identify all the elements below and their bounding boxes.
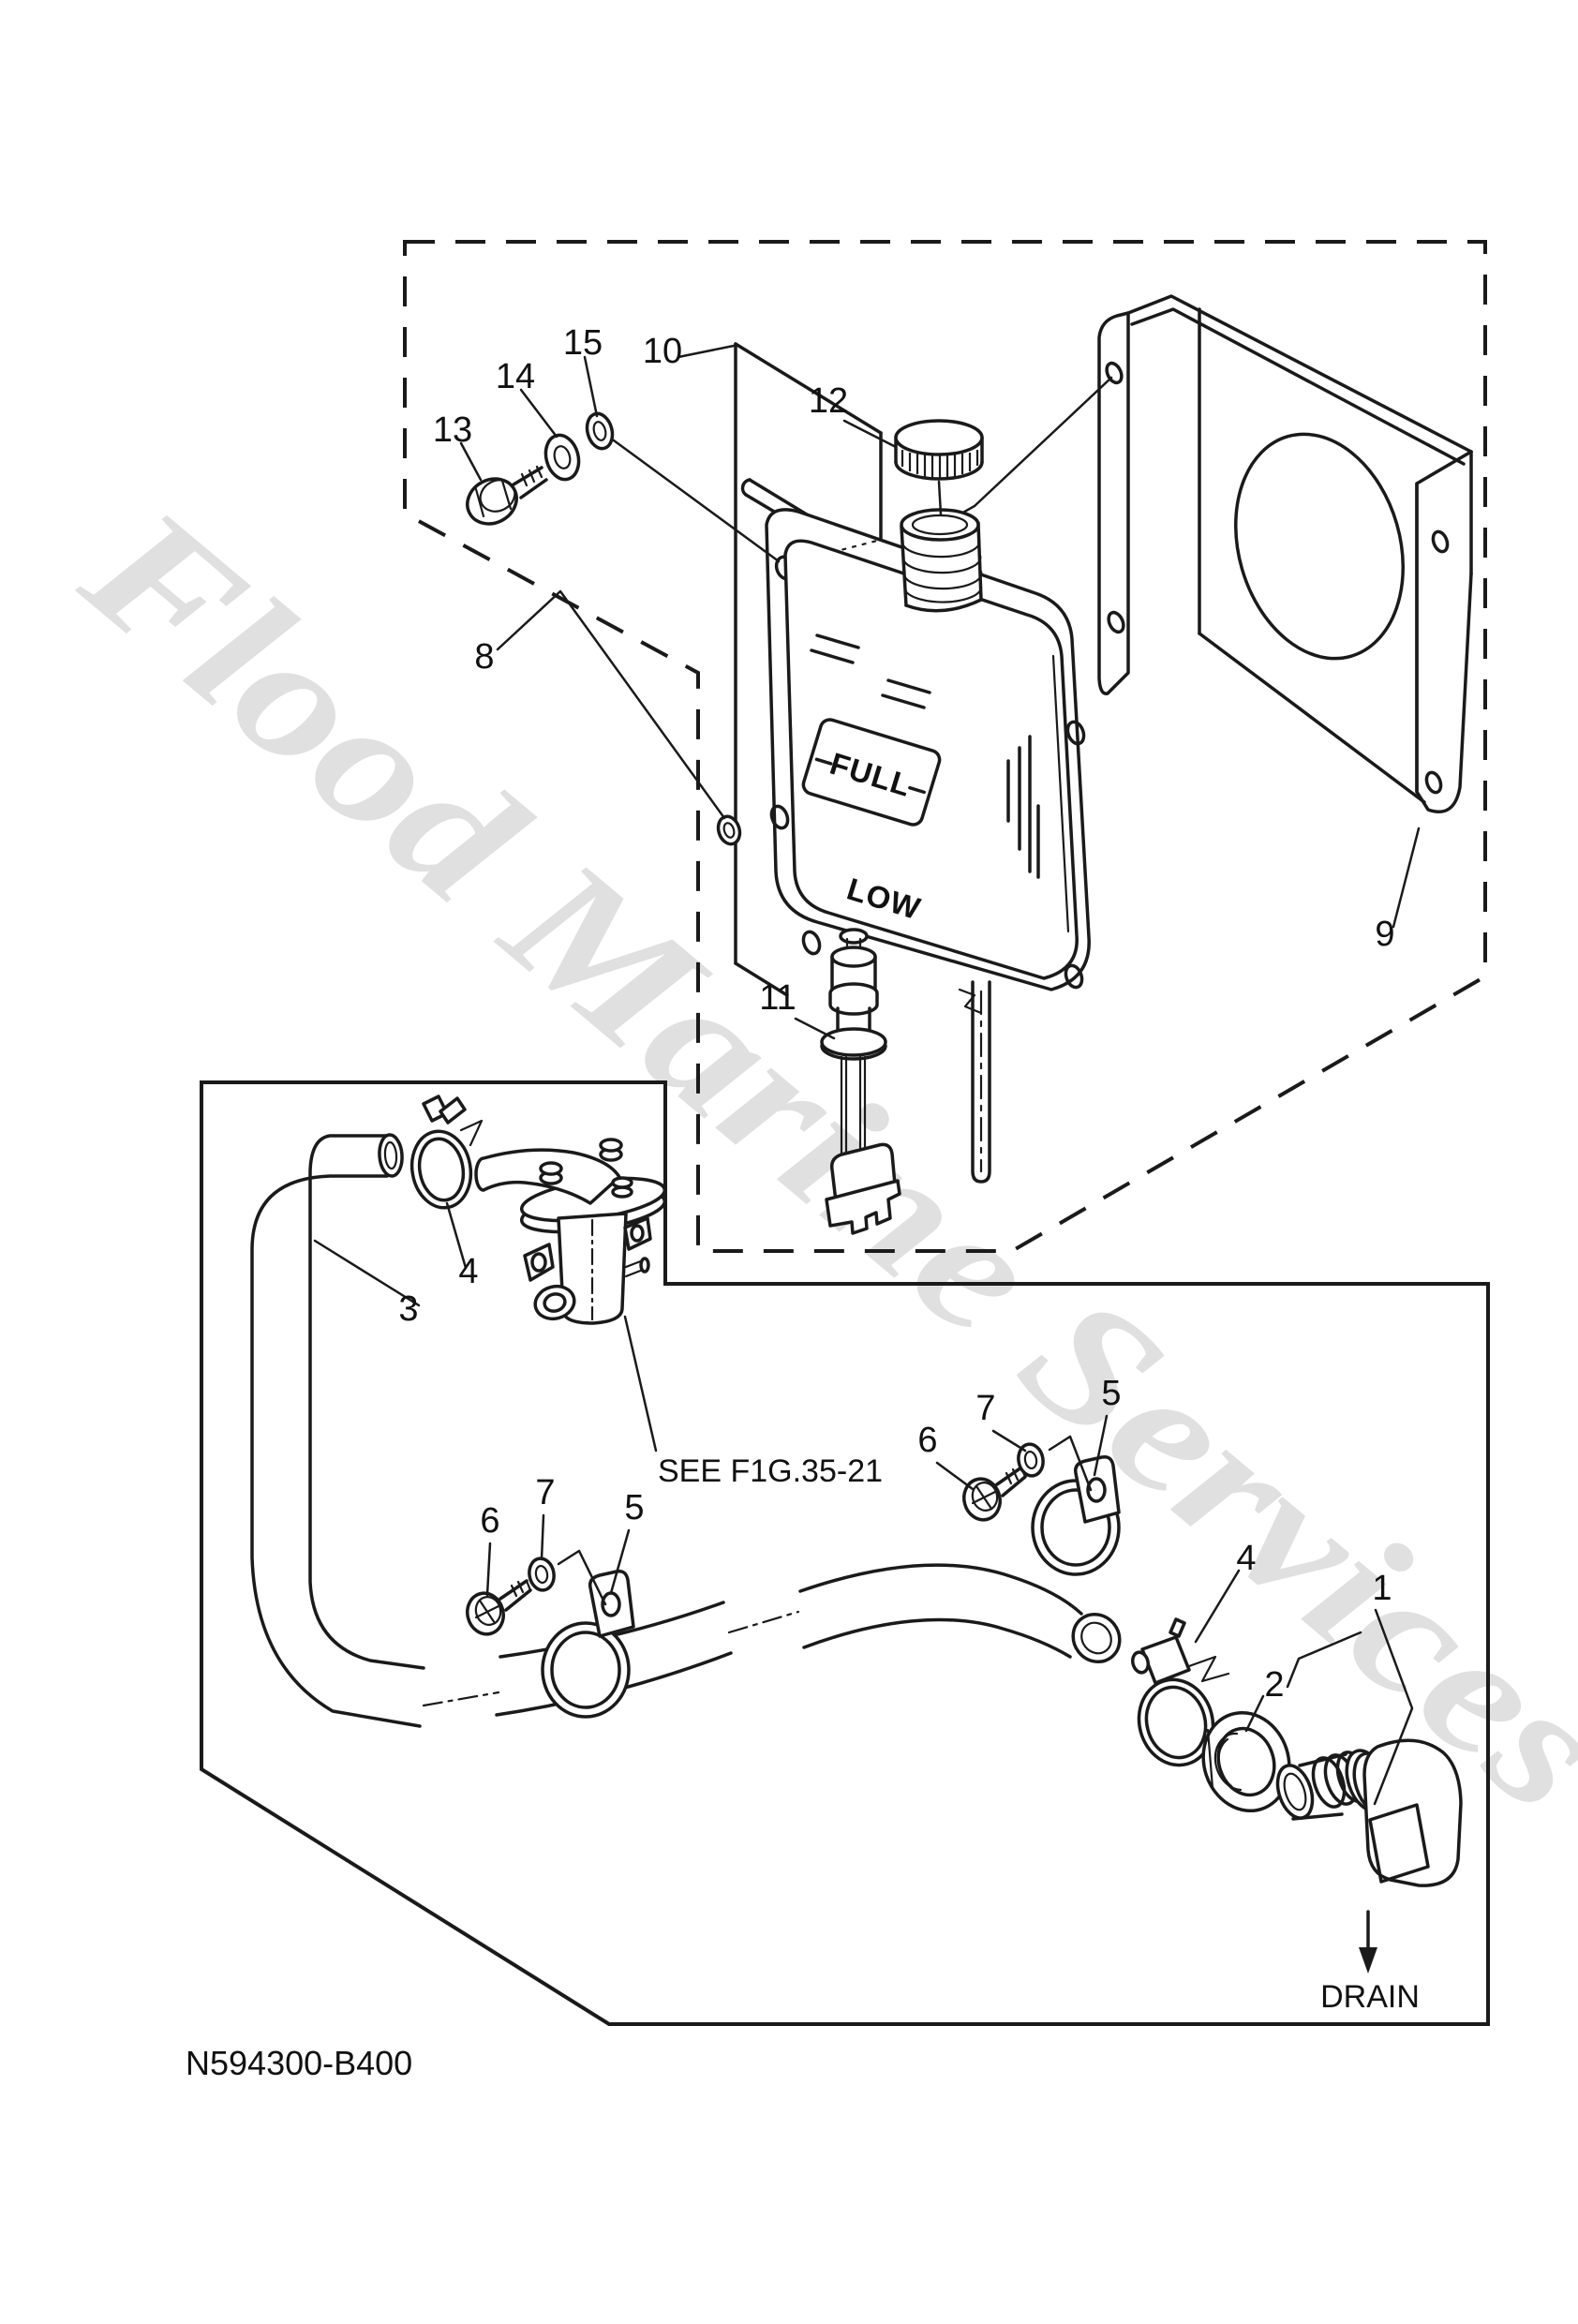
- mounting-bracket: [1097, 294, 1473, 813]
- p-clamp-left: [541, 1569, 635, 1719]
- grommet: [716, 814, 742, 846]
- filler-neck: [900, 508, 983, 613]
- callout-15: 15: [563, 323, 603, 363]
- callout-2: 2: [1264, 1665, 1284, 1705]
- washer-right: [1017, 1442, 1045, 1478]
- breather-pipe-lower: [958, 980, 991, 1184]
- coolant-hose: [250, 1133, 1122, 1728]
- bolt-axis-line-bracket: [973, 376, 1113, 508]
- full-level-plate: FULL: [801, 718, 942, 827]
- hose-clamp-drain: [1131, 1617, 1230, 1767]
- screw-axis-right: [1048, 1435, 1093, 1492]
- screw-left: [466, 1579, 532, 1636]
- drain-plug: [1275, 1738, 1463, 1887]
- callout-4a: 4: [458, 1252, 478, 1291]
- callout-5a: 5: [624, 1488, 644, 1527]
- callout-11: 11: [759, 978, 796, 1018]
- drain-arrowhead: [1359, 1947, 1377, 1974]
- callout-6b: 6: [917, 1421, 937, 1460]
- flange-bolts: [539, 1138, 633, 1199]
- filler-cap: [894, 419, 984, 516]
- callout-numbers: 1 2 3 4 4 5 5 6 6 7 7 8 9 10 11 12 13 14…: [398, 323, 1394, 1705]
- callout-10: 10: [643, 332, 682, 371]
- callout-6a: 6: [480, 1501, 499, 1541]
- callout-leaders: [313, 344, 1421, 1806]
- see-reference-label: SEE F1G.35-21: [658, 1453, 883, 1489]
- callout-7b: 7: [975, 1389, 995, 1428]
- drain-indicator: DRAIN: [1320, 1910, 1420, 2015]
- callout-9: 9: [1375, 915, 1394, 954]
- flange-bolt: [466, 465, 548, 526]
- mounting-plate: [734, 342, 883, 997]
- bolt-axis-line-tank: [612, 439, 781, 563]
- p-clamp-right: [1031, 1454, 1121, 1576]
- callout-7a: 7: [535, 1473, 555, 1512]
- callout-13: 13: [433, 410, 472, 450]
- thermostat-housing: [448, 1138, 667, 1452]
- callout-14: 14: [496, 357, 535, 396]
- screw-right: [962, 1466, 1027, 1522]
- washer-left: [528, 1557, 556, 1592]
- drain-label: DRAIN: [1320, 1979, 1420, 2015]
- coolant-tank: FULL LOW: [783, 539, 1079, 980]
- callout-4b: 4: [1236, 1539, 1256, 1578]
- lower-assembly-box: [200, 1080, 1490, 2026]
- callout-5b: 5: [1101, 1374, 1121, 1413]
- callout-3: 3: [398, 1289, 418, 1329]
- part-number: N594300-B400: [186, 2044, 412, 2082]
- callout-12: 12: [809, 381, 848, 421]
- washer-15: [585, 411, 615, 451]
- hose-clamp-spring: [409, 1095, 484, 1210]
- washer-14: [543, 433, 581, 482]
- screw-axis-left: [557, 1549, 607, 1606]
- callout-1: 1: [1372, 1569, 1392, 1608]
- drain-ring: [1201, 1710, 1291, 1813]
- level-sensor: [820, 928, 901, 1235]
- callout-8: 8: [474, 637, 494, 677]
